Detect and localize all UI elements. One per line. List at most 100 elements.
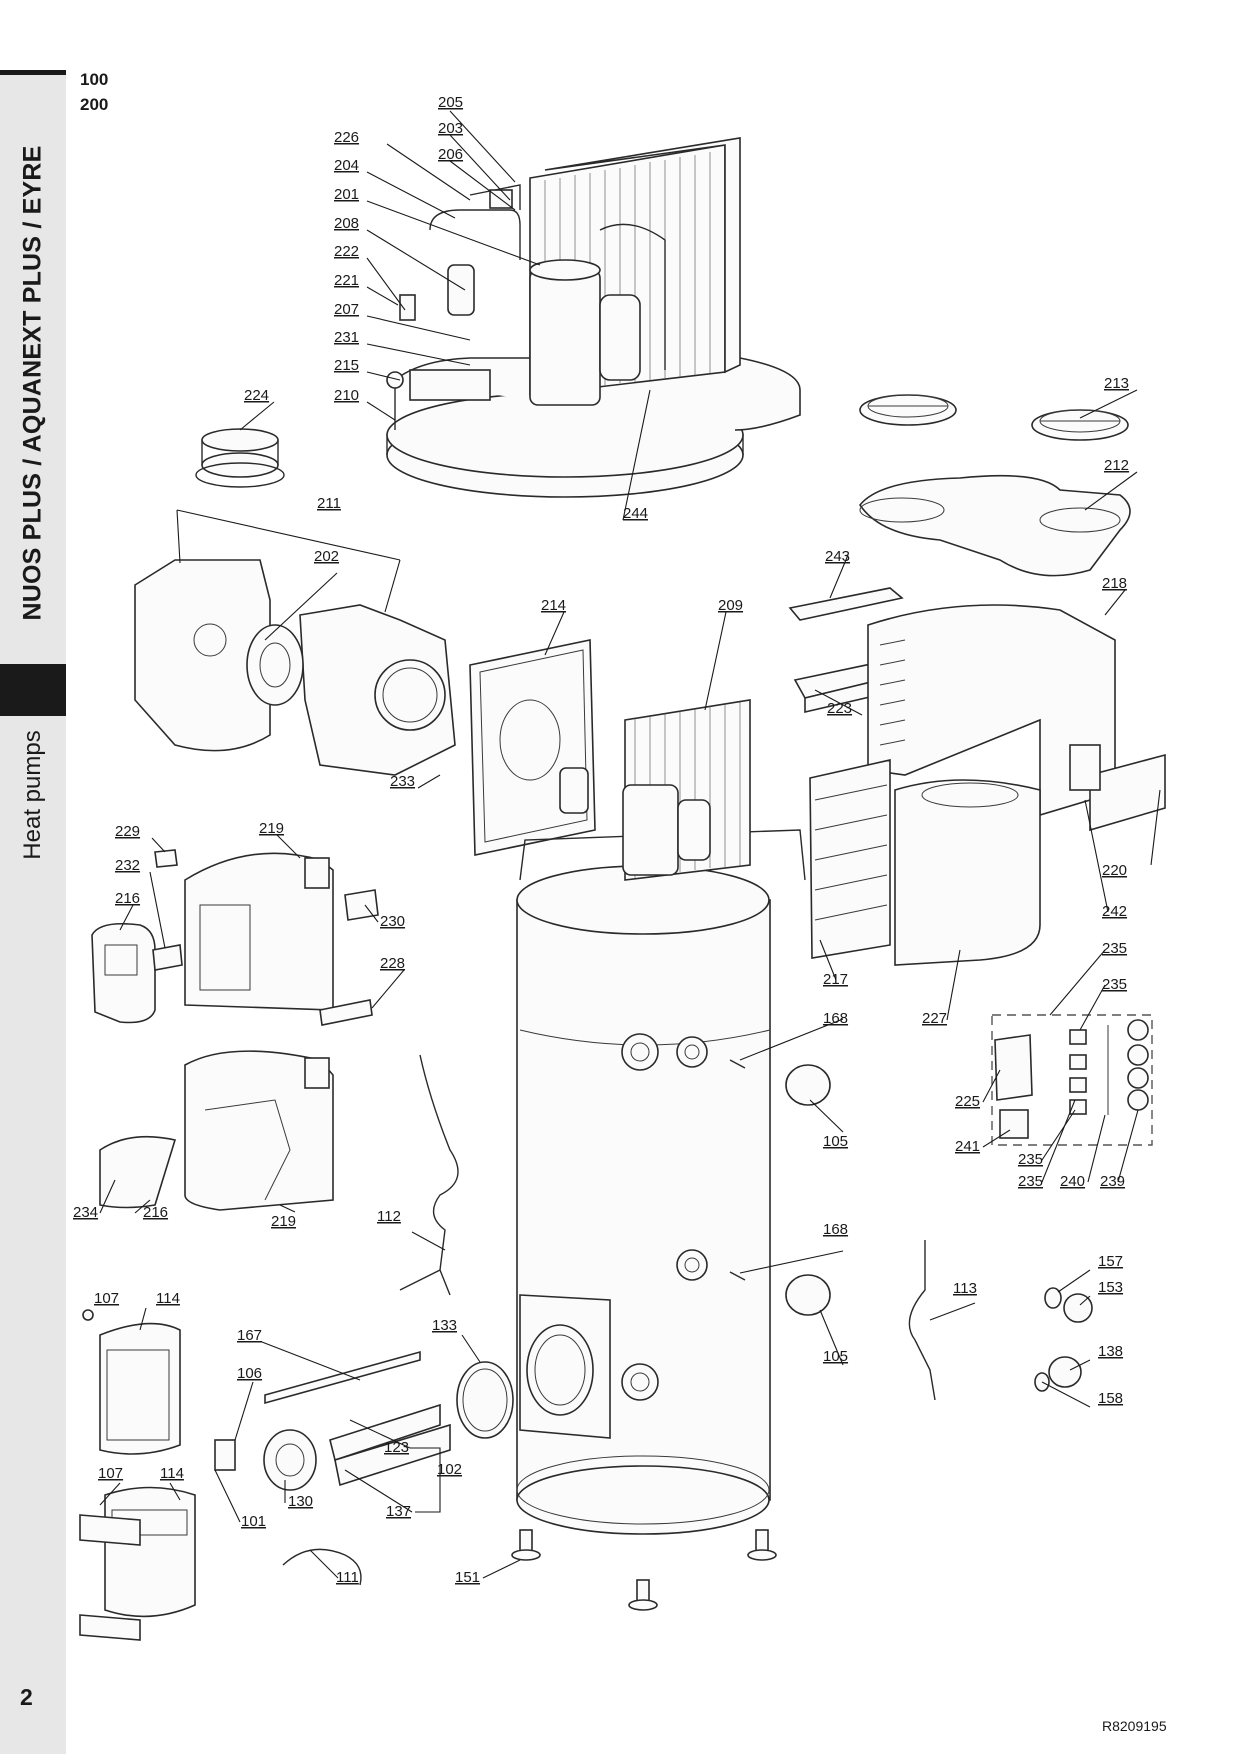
part-label-235-c: 235 bbox=[1018, 1151, 1043, 1168]
part-label-158: 158 bbox=[1098, 1390, 1123, 1407]
part-112-wiring-harness bbox=[399, 1054, 459, 1296]
part-label-244: 244 bbox=[623, 505, 648, 522]
part-label-224: 224 bbox=[244, 387, 269, 404]
part-label-241: 241 bbox=[955, 1138, 980, 1155]
part-label-111: 111 bbox=[336, 1569, 359, 1586]
part-label-201: 201 bbox=[334, 186, 359, 203]
part-label-114-upper: 114 bbox=[156, 1290, 180, 1307]
part-label-151: 151 bbox=[455, 1569, 480, 1586]
part-label-130: 130 bbox=[288, 1493, 313, 1510]
model-label-200: 200 bbox=[80, 95, 109, 114]
sidebar-marker-block bbox=[0, 664, 66, 716]
part-227-air-duct bbox=[894, 779, 1041, 966]
part-label-105-upper: 105 bbox=[823, 1133, 848, 1150]
part-label-101: 101 bbox=[241, 1513, 266, 1530]
model-label-100: 100 bbox=[80, 70, 109, 89]
part-label-219-upper: 219 bbox=[259, 820, 284, 837]
part-label-231: 231 bbox=[334, 329, 359, 346]
sidebar bbox=[0, 74, 66, 1754]
part-211-fan-assembly bbox=[134, 509, 456, 776]
part-label-102: 102 bbox=[437, 1461, 462, 1478]
part-label-207: 207 bbox=[334, 301, 359, 318]
pipe-fittings bbox=[1034, 1287, 1093, 1392]
part-label-218: 218 bbox=[1102, 575, 1127, 592]
part-216-control-panel-upper bbox=[91, 922, 156, 1024]
part-220-cover-plate bbox=[1069, 744, 1166, 832]
part-label-214: 214 bbox=[541, 597, 566, 614]
part-label-220: 220 bbox=[1102, 862, 1127, 879]
part-label-107-upper: 107 bbox=[94, 1290, 119, 1307]
part-label-113: 113 bbox=[953, 1280, 977, 1297]
part-219-front-panel-lower bbox=[184, 1050, 334, 1211]
part-217-door bbox=[809, 759, 891, 959]
part-label-215: 215 bbox=[334, 357, 359, 374]
part-label-157: 157 bbox=[1098, 1253, 1123, 1270]
part-label-212: 212 bbox=[1104, 457, 1129, 474]
part-label-230: 230 bbox=[380, 913, 405, 930]
part-label-202: 202 bbox=[314, 548, 339, 565]
part-label-114-lower: 114 bbox=[160, 1465, 184, 1482]
part-label-232: 232 bbox=[115, 857, 140, 874]
part-label-208: 208 bbox=[334, 215, 359, 232]
part-label-206: 206 bbox=[438, 146, 463, 163]
part-label-138: 138 bbox=[1098, 1343, 1123, 1360]
part-label-234: 234 bbox=[73, 1204, 98, 1221]
part-label-235-a: 235 bbox=[1102, 940, 1127, 957]
part-label-239: 239 bbox=[1100, 1173, 1125, 1190]
part-label-225: 225 bbox=[955, 1093, 980, 1110]
part-label-233: 233 bbox=[390, 773, 415, 790]
part-label-240: 240 bbox=[1060, 1173, 1085, 1190]
part-label-213: 213 bbox=[1104, 375, 1129, 392]
sidebar-top-rule bbox=[0, 70, 66, 75]
part-label-106: 106 bbox=[237, 1365, 262, 1382]
part-224-duct-collar bbox=[195, 428, 285, 488]
part-label-216-lower: 216 bbox=[143, 1204, 168, 1221]
part-label-222: 222 bbox=[334, 243, 359, 260]
document-reference: R8209195 bbox=[1102, 1718, 1167, 1734]
part-label-211: 211 bbox=[317, 495, 341, 512]
part-label-107-lower: 107 bbox=[98, 1465, 123, 1482]
part-label-133: 133 bbox=[432, 1317, 457, 1334]
part-label-226: 226 bbox=[334, 129, 359, 146]
part-216-control-panel-lower bbox=[99, 1135, 177, 1209]
part-label-228: 228 bbox=[380, 955, 405, 972]
part-label-235-d: 235 bbox=[1018, 1173, 1043, 1190]
part-105-caps bbox=[729, 1059, 831, 1316]
part-label-229: 229 bbox=[115, 823, 140, 840]
part-label-105-lower: 105 bbox=[823, 1348, 848, 1365]
part-113-wiring bbox=[908, 1240, 936, 1401]
part-label-223: 223 bbox=[827, 700, 852, 717]
part-214-panel-frame bbox=[469, 639, 596, 856]
part-213-grilles bbox=[859, 394, 1129, 441]
part-label-243: 243 bbox=[825, 548, 850, 565]
part-label-221: 221 bbox=[334, 272, 359, 289]
part-label-168-upper: 168 bbox=[823, 1010, 848, 1027]
part-label-167: 167 bbox=[237, 1327, 262, 1344]
part-212-top-cover bbox=[859, 474, 1131, 577]
part-label-216-upper: 216 bbox=[115, 890, 140, 907]
leader-lines bbox=[99, 110, 1161, 1579]
part-label-210: 210 bbox=[334, 387, 359, 404]
part-219-front-panel-upper bbox=[184, 852, 334, 1011]
part-label-137: 137 bbox=[386, 1503, 411, 1520]
part-number-labels: 205 203 226 206 204 201 208 222 221 207 … bbox=[73, 94, 1129, 1586]
part-218-rear-shell bbox=[867, 604, 1116, 817]
top-compressor-module bbox=[386, 137, 801, 498]
part-label-209: 209 bbox=[718, 597, 743, 614]
part-label-205: 205 bbox=[438, 94, 463, 111]
part-label-203: 203 bbox=[438, 120, 463, 137]
page-number: 2 bbox=[20, 1684, 33, 1710]
part-label-227: 227 bbox=[922, 1010, 947, 1027]
part-114-front-cover-upper bbox=[82, 1309, 181, 1455]
part-label-112: 112 bbox=[377, 1208, 401, 1225]
heating-element-assembly bbox=[214, 1350, 514, 1586]
part-243-bracket bbox=[788, 587, 904, 621]
part-label-168-lower: 168 bbox=[823, 1221, 848, 1238]
part-label-204: 204 bbox=[334, 157, 359, 174]
part-label-153: 153 bbox=[1098, 1279, 1123, 1296]
part-114-front-cover-lower bbox=[79, 1486, 196, 1641]
part-label-217: 217 bbox=[823, 971, 848, 988]
part-label-242: 242 bbox=[1102, 903, 1127, 920]
electronics-group-box bbox=[991, 1014, 1153, 1146]
